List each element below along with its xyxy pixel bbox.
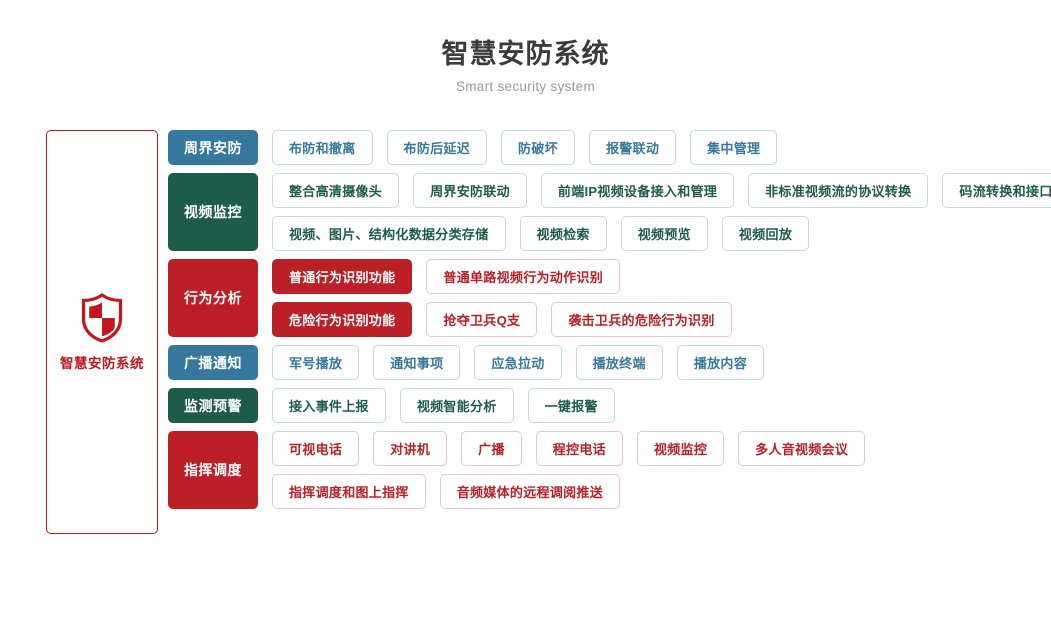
leaf-item[interactable]: 通知事项 — [373, 345, 461, 380]
root-system-panel[interactable]: 智慧安防系统 — [46, 130, 158, 534]
leaf-item[interactable]: 报警联动 — [588, 130, 677, 165]
shield-icon — [79, 292, 125, 343]
leaf-item[interactable]: 视频回放 — [721, 216, 810, 251]
category-row-monitoring-alert: 监测预警 接入事件上报 视频智能分析 一键报警 — [168, 388, 1051, 423]
category-row-video-surveillance: 视频监控 整合高清摄像头 周界安防联动 前端IP视频设备接入和管理 非标准视频流… — [168, 173, 1051, 251]
leaf-item[interactable]: 码流转换和接口转换 — [942, 173, 1051, 208]
leaf-item[interactable]: 接入事件上报 — [272, 388, 386, 423]
leaf-item[interactable]: 视频监控 — [636, 431, 725, 466]
leaf-line: 可视电话 对讲机 广播 程控电话 视频监控 多人音视频会议 — [272, 431, 1051, 466]
leaf-item[interactable]: 周界安防联动 — [413, 173, 527, 208]
leaf-line: 军号播放 通知事项 应急拉动 播放终端 播放内容 — [272, 345, 1051, 380]
leaf-item[interactable]: 音频媒体的远程调阅推送 — [439, 474, 621, 509]
page-header: 智慧安防系统 Smart security system — [0, 0, 1051, 94]
page-subtitle: Smart security system — [455, 78, 596, 94]
root-system-label: 智慧安防系统 — [60, 355, 144, 371]
category-chip-perimeter[interactable]: 周界安防 — [168, 130, 258, 165]
leaf-item[interactable]: 袭击卫兵的危险行为识别 — [551, 302, 732, 337]
leaf-item[interactable]: 可视电话 — [272, 431, 360, 466]
leaf-item[interactable]: 播放终端 — [575, 345, 663, 380]
leaf-item[interactable]: 布防和撤离 — [272, 130, 373, 165]
leaf-group-perimeter: 布防和撤离 布防后延迟 防破坏 报警联动 集中管理 — [272, 130, 1051, 165]
category-chip-command-dispatch[interactable]: 指挥调度 — [168, 431, 258, 509]
category-row-command-dispatch: 指挥调度 可视电话 对讲机 广播 程控电话 视频监控 多人音视频会议 指挥调度和… — [168, 431, 1051, 509]
leaf-line: 指挥调度和图上指挥 音频媒体的远程调阅推送 — [272, 474, 1051, 509]
leaf-item[interactable]: 集中管理 — [690, 130, 778, 165]
leaf-group-video-surveillance: 整合高清摄像头 周界安防联动 前端IP视频设备接入和管理 非标准视频流的协议转换… — [272, 173, 1051, 251]
leaf-line: 布防和撤离 布防后延迟 防破坏 报警联动 集中管理 — [272, 130, 1051, 165]
category-chip-behavior-analysis[interactable]: 行为分析 — [168, 259, 258, 337]
leaf-group-monitoring-alert: 接入事件上报 视频智能分析 一键报警 — [272, 388, 1051, 423]
leaf-item[interactable]: 抢夺卫兵Q支 — [426, 302, 538, 337]
leaf-line: 整合高清摄像头 周界安防联动 前端IP视频设备接入和管理 非标准视频流的协议转换… — [272, 173, 1051, 208]
leaf-item[interactable]: 防破坏 — [501, 130, 575, 165]
leaf-item[interactable]: 程控电话 — [535, 431, 623, 466]
leaf-line: 视频、图片、结构化数据分类存储 视频检索 视频预览 视频回放 — [272, 216, 1051, 251]
leaf-item[interactable]: 应急拉动 — [474, 345, 562, 380]
leaf-item[interactable]: 对讲机 — [373, 431, 448, 466]
leaf-item[interactable]: 视频、图片、结构化数据分类存储 — [272, 216, 506, 251]
category-chip-video-surveillance[interactable]: 视频监控 — [168, 173, 258, 251]
category-row-broadcast-notice: 广播通知 军号播放 通知事项 应急拉动 播放终端 播放内容 — [168, 345, 1051, 380]
leaf-group-broadcast-notice: 军号播放 通知事项 应急拉动 播放终端 播放内容 — [272, 345, 1051, 380]
leaf-item[interactable]: 非标准视频流的协议转换 — [748, 173, 929, 208]
category-chip-broadcast-notice[interactable]: 广播通知 — [168, 345, 258, 380]
leaf-item[interactable]: 视频检索 — [519, 216, 607, 251]
leaf-item[interactable]: 多人音视频会议 — [738, 431, 866, 466]
leaf-group-behavior-analysis: 普通行为识别功能 普通单路视频行为动作识别 危险行为识别功能 抢夺卫兵Q支 袭击… — [272, 259, 1051, 337]
leaf-item[interactable]: 普通单路视频行为动作识别 — [426, 259, 621, 294]
leaf-line: 接入事件上报 视频智能分析 一键报警 — [272, 388, 1051, 423]
leaf-item[interactable]: 整合高清摄像头 — [272, 173, 400, 208]
category-chip-monitoring-alert[interactable]: 监测预警 — [168, 388, 258, 423]
leaf-line: 危险行为识别功能 抢夺卫兵Q支 袭击卫兵的危险行为识别 — [272, 302, 1051, 337]
leaf-group-command-dispatch: 可视电话 对讲机 广播 程控电话 视频监控 多人音视频会议 指挥调度和图上指挥 … — [272, 431, 1051, 509]
leaf-item[interactable]: 前端IP视频设备接入和管理 — [540, 173, 735, 208]
leaf-item[interactable]: 布防后延迟 — [386, 130, 488, 165]
leaf-item[interactable]: 播放内容 — [676, 345, 765, 380]
leaf-item[interactable]: 一键报警 — [527, 388, 615, 423]
leaf-item[interactable]: 指挥调度和图上指挥 — [272, 474, 426, 509]
category-row-perimeter: 周界安防 布防和撤离 布防后延迟 防破坏 报警联动 集中管理 — [168, 130, 1051, 165]
category-rows: 周界安防 布防和撤离 布防后延迟 防破坏 报警联动 集中管理 视频监控 整合高清… — [168, 130, 1051, 509]
page-title: 智慧安防系统 — [441, 39, 610, 69]
leaf-item[interactable]: 视频智能分析 — [399, 388, 514, 423]
leaf-line: 普通行为识别功能 普通单路视频行为动作识别 — [272, 259, 1051, 294]
feature-map-diagram: 智慧安防系统 周界安防 布防和撤离 布防后延迟 防破坏 报警联动 集中管理 视频… — [0, 130, 1051, 534]
leaf-item-highlighted[interactable]: 普通行为识别功能 — [272, 259, 413, 294]
leaf-item[interactable]: 广播 — [461, 431, 522, 466]
leaf-item[interactable]: 视频预览 — [620, 216, 708, 251]
leaf-item-highlighted[interactable]: 危险行为识别功能 — [272, 302, 413, 337]
leaf-item[interactable]: 军号播放 — [272, 345, 360, 380]
category-row-behavior-analysis: 行为分析 普通行为识别功能 普通单路视频行为动作识别 危险行为识别功能 抢夺卫兵… — [168, 259, 1051, 337]
